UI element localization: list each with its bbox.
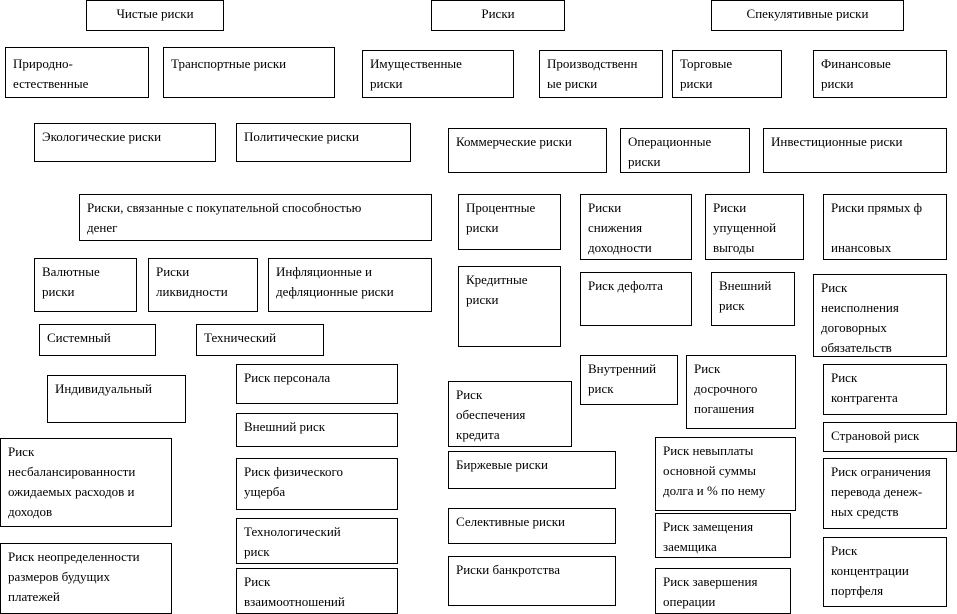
borrower-replacement-risk-box: Риск замещения заемщика <box>655 513 791 558</box>
principal-nonpayment-risk-box: Риск невыплаты основной суммы долга и % … <box>655 437 796 511</box>
interest-risks-box: Процентные риски <box>458 194 561 250</box>
currency-risks-box: Валютные риски <box>34 258 137 312</box>
purchasing-power-risks-box: Риски, связанные с покупательной способн… <box>79 194 432 241</box>
operation-completion-risk-box: Риск завершения операции <box>655 568 791 614</box>
financial-risks-box: Финансовые риски <box>813 50 947 98</box>
inflation-deflation-risks-box: Инфляционные и дефляционные риски <box>268 258 432 312</box>
selective-risks-box: Селективные риски <box>448 508 616 544</box>
personnel-risk-box: Риск персонала <box>236 364 398 404</box>
exchange-risks-box: Биржевые риски <box>448 451 616 489</box>
pure-risks-box: Чистые риски <box>86 0 224 31</box>
bankruptcy-risks-box: Риски банкротства <box>448 556 616 606</box>
technological-risk-box: Технологический риск <box>236 518 398 564</box>
natural-risks-box: Природно- естественные <box>5 47 149 98</box>
country-risk-box: Страновой риск <box>823 422 957 452</box>
commercial-risks-box: Коммерческие риски <box>448 128 607 173</box>
portfolio-concentration-risk-box: Риск концентрации портфеля <box>823 537 947 607</box>
systemic-box: Системный <box>39 324 156 356</box>
direct-financial-risks-box: Риски прямых ф инансовых <box>823 194 947 260</box>
funds-transfer-restriction-risk-box: Риск ограничения перевода денеж- ных сре… <box>823 458 947 529</box>
contract-nonperformance-risk-box: Риск неисполнения договорных обязательст… <box>813 274 947 357</box>
individual-box: Индивидуальный <box>47 375 186 423</box>
ecological-risks-box: Экологические риски <box>34 123 216 162</box>
counterparty-risk-box: Риск контрагента <box>823 364 947 415</box>
default-risk-box: Риск дефолта <box>580 272 692 326</box>
future-payments-uncertainty-risk-box: Риск неопределенности размеров будущих п… <box>0 543 172 614</box>
external-risk-credit-box: Внешний риск <box>711 272 795 326</box>
risks-root-box: Риски <box>431 0 565 31</box>
relationship-risk-box: Риск взаимоотношений <box>236 568 398 614</box>
credit-risks-box: Кредитные риски <box>458 266 561 347</box>
investment-risks-box: Инвестиционные риски <box>763 128 947 173</box>
external-risk-box: Внешний риск <box>236 413 398 447</box>
credit-collateral-risk-box: Риск обеспечения кредита <box>448 381 572 447</box>
physical-damage-risk-box: Риск физического ущерба <box>236 458 398 510</box>
production-risks-box: Производственн ые риски <box>539 50 663 98</box>
trade-risks-box: Торговые риски <box>672 50 782 98</box>
political-risks-box: Политические риски <box>236 123 411 162</box>
internal-risk-box: Внутренний риск <box>580 355 678 405</box>
speculative-risks-box: Спекулятивные риски <box>711 0 904 31</box>
early-repayment-risk-box: Риск досрочного погашения <box>686 355 796 429</box>
expense-income-imbalance-risk-box: Риск несбалансированности ожидаемых расх… <box>0 438 172 527</box>
technical-box: Технический <box>196 324 324 356</box>
yield-decrease-risks-box: Риски снижения доходности <box>580 194 692 260</box>
transport-risks-box: Транспортные риски <box>163 47 335 98</box>
operational-risks-box: Операционные риски <box>620 128 750 173</box>
liquidity-risks-box: Риски ликвидности <box>148 258 258 312</box>
lost-profit-risks-box: Риски упущенной выгоды <box>705 194 804 260</box>
property-risks-box: Имущественные риски <box>362 50 514 98</box>
